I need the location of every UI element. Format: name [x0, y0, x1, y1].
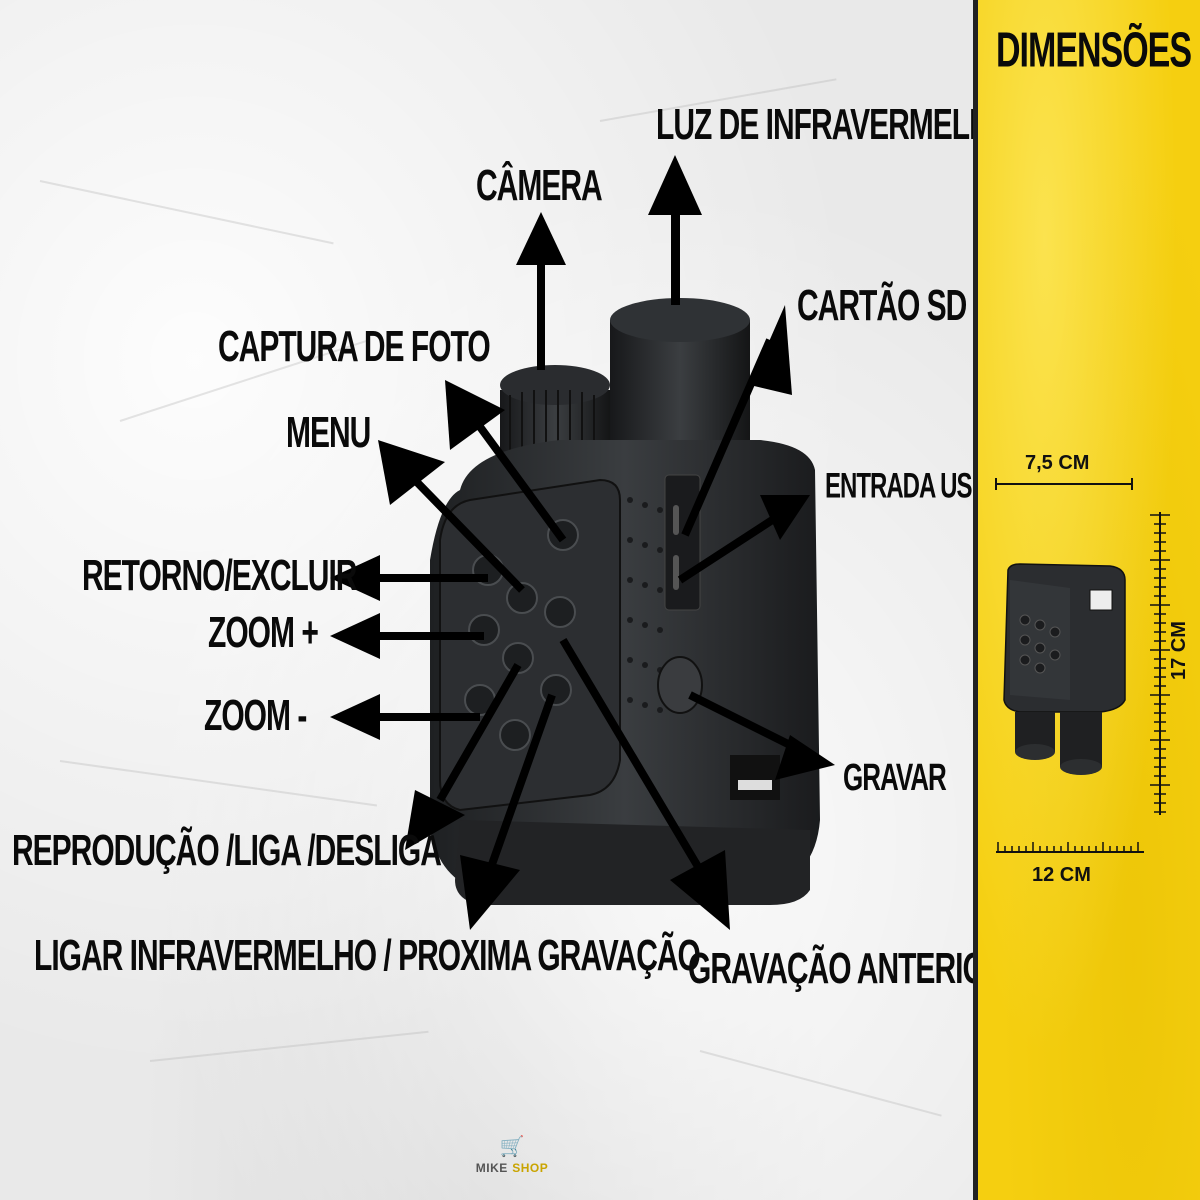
dimensions-title: DIMENSÕES — [996, 23, 1192, 79]
dimension-width-label: 7,5 CM — [1025, 452, 1090, 474]
label-usb-input: ENTRADA USB — [825, 467, 989, 507]
shopping-cart-icon: 🛒 — [499, 1136, 525, 1158]
label-playback-power: REPRODUÇÃO /LIGA /DESLIGA — [12, 827, 442, 875]
label-zoom-in: ZOOM + — [208, 609, 319, 657]
label-ir-light: LUZ DE INFRAVERMELHO — [656, 101, 1013, 149]
brand-name-second: SHOP — [512, 1161, 549, 1175]
label-ir-next-recording: LIGAR INFRAVERMELHO / PROXIMA GRAVAÇÃO — [34, 932, 701, 980]
dimension-length-label: 12 CM — [1032, 864, 1091, 886]
callout-arrows — [330, 155, 835, 930]
label-photo-capture: CAPTURA DE FOTO — [218, 323, 491, 371]
label-previous-recording: GRAVAÇÃO ANTERIOR — [688, 945, 1006, 993]
brand-name-first: MIKE — [475, 1161, 508, 1175]
device-thumbnail — [1003, 563, 1126, 775]
label-zoom-out: ZOOM - — [204, 692, 307, 740]
label-sd-card: CARTÃO SD — [797, 282, 967, 330]
label-camera: CÂMERA — [476, 162, 603, 210]
label-record: GRAVAR — [843, 755, 947, 799]
label-menu: MENU — [286, 409, 371, 457]
brand-logo: 🛒 MIKE SHOP — [462, 1135, 562, 1185]
label-back-delete: RETORNO/EXCLUIR — [82, 552, 357, 600]
dimension-height-label: 17 CM — [1168, 621, 1190, 680]
panel-divider — [973, 0, 978, 1200]
